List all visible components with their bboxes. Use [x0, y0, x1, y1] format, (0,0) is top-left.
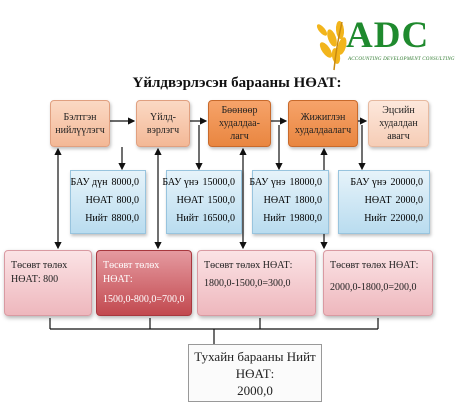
info-value: 19800,0	[289, 213, 323, 224]
calc-box-4: Төсөвт төлөх НӨАТ: 2000,0-1800,0=200,0	[323, 250, 433, 316]
logo-brand: ADC	[346, 15, 430, 56]
info-value: 8800,0	[111, 213, 140, 224]
calc-line: Төсөвт төлөх	[103, 260, 160, 271]
info-value: 20000,0	[390, 177, 424, 188]
chain-label: худалдан	[379, 118, 418, 129]
calc-box-3: Төсөвт төлөх НӨАТ: 1800,0-1500,0=300,0	[197, 250, 316, 316]
info-label: НӨАТ	[263, 195, 291, 206]
calc-line: Төсөвт төлөх	[11, 260, 68, 271]
info-label: БАУ үнэ	[162, 177, 199, 188]
total-vat-box: Тухайн барааны Нийт НӨАТ: 2000,0	[188, 344, 322, 402]
chain-label: авагч	[387, 131, 410, 142]
chain-box-producer: Үйлд-вэрлэгч	[136, 100, 190, 147]
chain-label: Үйлд-	[150, 111, 176, 123]
info-value: 15000,0	[202, 177, 236, 188]
info-label: Нийт	[263, 213, 286, 224]
chain-label: нийлүүлэгч	[55, 124, 105, 136]
calc-box-1: Төсөвт төлөх НӨАТ: 800	[4, 250, 92, 316]
info-value: 16500,0	[202, 213, 236, 224]
chain-label: худалдаа-	[219, 118, 260, 129]
calc-line: 1800,0-1500,0=300,0	[204, 278, 291, 289]
calc-line: НӨАТ:	[103, 274, 133, 285]
logo-tagline: ACCOUNTING DEVELOPMENT CONSULTING	[348, 57, 455, 62]
total-value: 2000,0	[237, 383, 273, 398]
calc-box-2: Төсөвт төлөх НӨАТ: 1500,0-800,0=700,0	[96, 250, 192, 316]
chain-label: Бэлтгэн	[63, 111, 97, 123]
chain-label: лагч	[230, 131, 249, 142]
info-label: БАУ үнэ	[249, 177, 286, 188]
logo-wheat-icon	[316, 21, 347, 71]
calc-line: Төсөвт төлөх НӨАТ:	[330, 260, 419, 271]
total-line: Тухайн барааны Нийт	[194, 349, 316, 364]
chain-label: Эцсийн	[382, 105, 415, 116]
diagram-title: Үйлдвэрлэсэн барааны НӨАТ:	[132, 75, 342, 91]
info-label: НӨАТ	[85, 195, 113, 206]
calc-line: 1500,0-800,0=700,0	[103, 294, 185, 305]
info-label: БАУ дүн	[70, 177, 108, 188]
calc-line: НӨАТ: 800	[11, 274, 59, 285]
chain-box-wholesaler: Бөөнөөр худалдаа-лагч	[208, 100, 271, 147]
info-label: БАУ үнэ	[350, 177, 387, 188]
info-label: Нийт	[364, 213, 387, 224]
info-value: 1500,0	[207, 195, 236, 206]
chain-label: Бөөнөөр	[221, 105, 258, 116]
chain-label: худалдаалагч	[294, 124, 352, 136]
total-line: НӨАТ:	[235, 366, 275, 381]
calc-line: Төсөвт төлөх НӨАТ:	[204, 260, 293, 271]
info-value: 18000,0	[289, 177, 323, 188]
info-label: Нийт	[85, 213, 108, 224]
info-label: НӨАТ	[364, 195, 392, 206]
info-value: 1800,0	[294, 195, 323, 206]
info-value: 2000,0	[395, 195, 424, 206]
calc-line: 2000,0-1800,0=200,0	[330, 282, 417, 293]
info-value: 22000,0	[390, 213, 424, 224]
info-value: 800,0	[116, 195, 140, 206]
info-label: Нийт	[176, 213, 199, 224]
chain-label: вэрлэгч	[146, 124, 180, 136]
chain-label: Жижиглэн	[300, 111, 346, 123]
chain-box-final-buyer: Эцсийн худалдан авагч	[368, 100, 429, 147]
info-label: НӨАТ	[176, 195, 204, 206]
info-value: 8000,0	[111, 177, 140, 188]
